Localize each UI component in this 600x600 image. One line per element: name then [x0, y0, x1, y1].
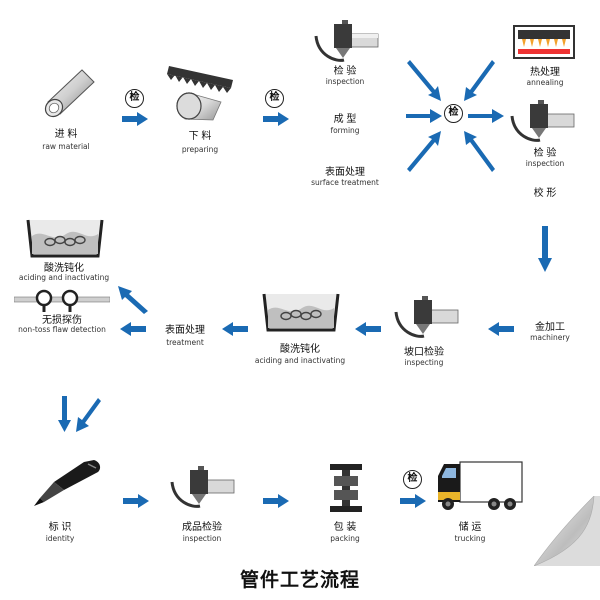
treatment-label: 表面处理: [165, 325, 205, 336]
forming-en-label: forming: [330, 126, 360, 135]
preparing-en-label: preparing: [181, 145, 219, 154]
flow-arrow-up-left: [118, 286, 148, 314]
inspection-probe-icon: [314, 20, 379, 62]
inspection-label: 检 验: [533, 148, 557, 159]
pickling-en-label: aciding and inactivating: [254, 356, 346, 365]
pickling-tank-icon: [26, 219, 104, 258]
packing-label: 包 装: [333, 522, 357, 533]
flow-arrow-right: [263, 112, 289, 126]
pickling-label: 酸洗钝化: [280, 344, 320, 355]
flow-arrow-right: [122, 112, 148, 126]
pickling-en-label: aciding and inactivating: [18, 273, 110, 282]
packing-crate-icon: [330, 464, 362, 512]
inspection-en-label: inspection: [325, 77, 365, 86]
inspection-probe-icon: [170, 466, 235, 508]
surface-treatment-en-label: surface treatment: [311, 178, 379, 187]
flow-arrows-down: [58, 396, 101, 432]
machinery-label: 金加工: [535, 322, 565, 333]
inspection-badge: 检: [265, 89, 284, 108]
identity-label: 标 识: [48, 522, 72, 533]
flow-arrow-right: [263, 494, 289, 508]
treatment-en-label: treatment: [166, 338, 204, 347]
flow-arrow-right: [123, 494, 149, 508]
ndt-label: 无损探伤: [42, 315, 82, 326]
annealing-furnace-icon: [513, 25, 575, 59]
raw-material-pipe-icon: [44, 69, 95, 118]
raw-material-en-label: raw material: [42, 142, 90, 151]
flow-arrow-left: [120, 322, 146, 336]
pickling-label: 酸洗钝化: [44, 263, 84, 274]
pickling-tank-icon: [262, 293, 340, 332]
trucking-label: 储 运: [458, 522, 482, 533]
raw-material-label: 进 料: [54, 129, 78, 140]
preparing-saw-icon: [167, 66, 233, 121]
flow-arrow-left: [222, 322, 248, 336]
page-curl-decoration: [534, 496, 600, 566]
flow-arrow-left: [488, 322, 514, 336]
calibrate-label: 校 形: [533, 188, 557, 199]
trucking-en-label: trucking: [454, 534, 486, 543]
marking-pen-icon: [34, 460, 101, 506]
final-inspection-en-label: inspection: [182, 534, 222, 543]
bevel-inspection-label: 坡口检验: [404, 347, 444, 358]
machinery-en-label: machinery: [530, 333, 570, 342]
flow-arrow-left: [355, 322, 381, 336]
packing-en-label: packing: [330, 534, 360, 543]
final-inspection-label: 成品检验: [182, 522, 222, 533]
annealing-label: 热处理: [530, 67, 560, 78]
forming-label: 成 型: [333, 114, 357, 125]
preparing-label: 下 料: [188, 131, 212, 142]
inspection-badge: 检: [444, 104, 463, 123]
ndt-en-label: non-toss flaw detection: [18, 325, 106, 334]
flow-arrow-down: [538, 226, 552, 272]
inspection-en-label: inspection: [525, 159, 565, 168]
flaw-detection-icon: [14, 289, 110, 312]
flow-arrow-right: [400, 494, 426, 508]
identity-en-label: identity: [45, 534, 75, 543]
inspection-label: 检 验: [333, 66, 357, 77]
bevel-inspection-en-label: inspecting: [404, 358, 444, 367]
diagram-title: 管件工艺流程: [239, 569, 360, 591]
delivery-truck-icon: [438, 461, 523, 510]
inspection-probe-icon: [510, 100, 575, 142]
inspection-badge: 检: [125, 89, 144, 108]
inspection-badge: 检: [403, 470, 422, 489]
inspection-probe-icon: [394, 296, 459, 338]
annealing-en-label: annealing: [526, 78, 564, 87]
burst-arrows-icon: [406, 60, 504, 172]
surface-treatment-label: 表面处理: [325, 167, 365, 178]
